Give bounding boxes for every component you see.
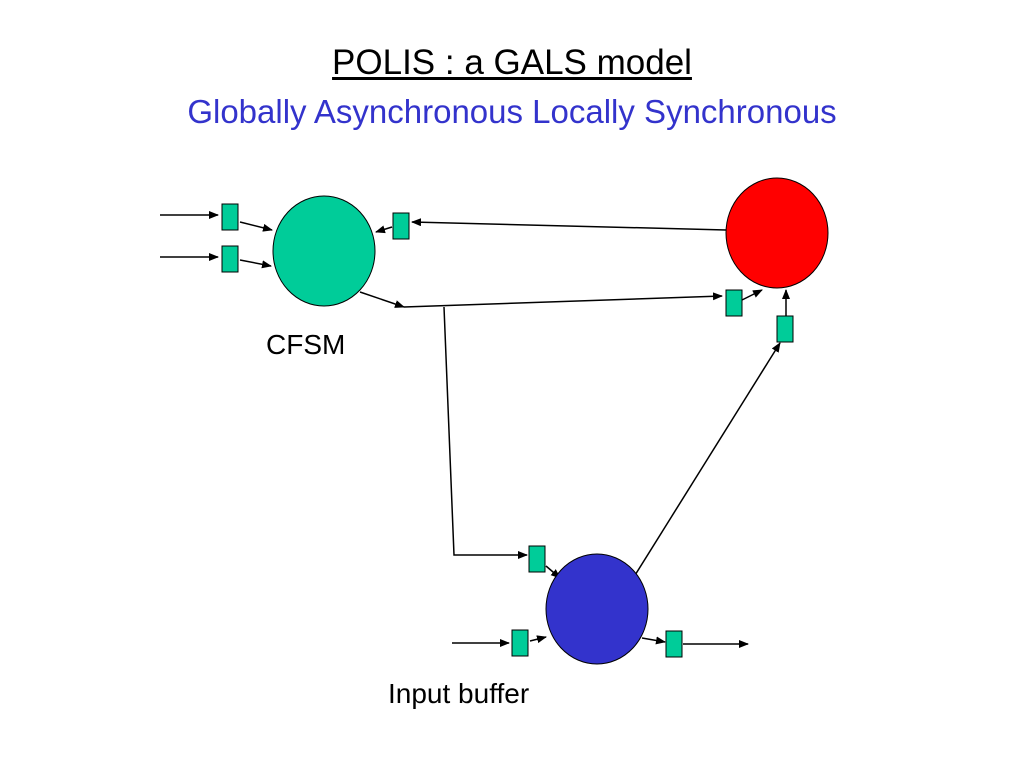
- cfsm-to-blue-wire: [443, 306, 528, 559]
- input-buffer: [511, 629, 529, 657]
- input-buffer: [776, 315, 794, 343]
- buffer-to-cfsm-arrow-3: [375, 225, 393, 234]
- buffer-to-red-arrow-1: [741, 289, 763, 301]
- cfsm-label: CFSM: [266, 329, 345, 360]
- blue-to-buffer-arrow: [641, 636, 666, 645]
- blue-node: [545, 553, 649, 665]
- buffer-to-blue-arrow-2: [529, 635, 547, 644]
- page-title: POLIS : a GALS model: [332, 43, 692, 82]
- input-buffer: [221, 203, 239, 231]
- buffer-to-cfsm-arrow-1: [239, 221, 273, 232]
- page-subtitle: Globally Asynchronous Locally Synchronou…: [187, 93, 837, 130]
- output-buffer: [665, 630, 683, 658]
- input-buffer: [221, 245, 239, 273]
- input-buffer: [725, 289, 743, 317]
- input-buffer: [392, 212, 410, 240]
- red-node: [725, 177, 829, 289]
- cfsm-to-red-wire: [403, 292, 723, 308]
- buffer-to-cfsm-arrow-2: [239, 259, 272, 269]
- input-buffer-label: Input buffer: [388, 678, 529, 709]
- red-to-cfsm-feedback-wire: [411, 218, 727, 231]
- blue-to-red-wire: [631, 342, 781, 581]
- input-buffer: [528, 545, 546, 573]
- cfsm-node: [272, 195, 376, 307]
- cfsm-output-arrow: [359, 291, 405, 308]
